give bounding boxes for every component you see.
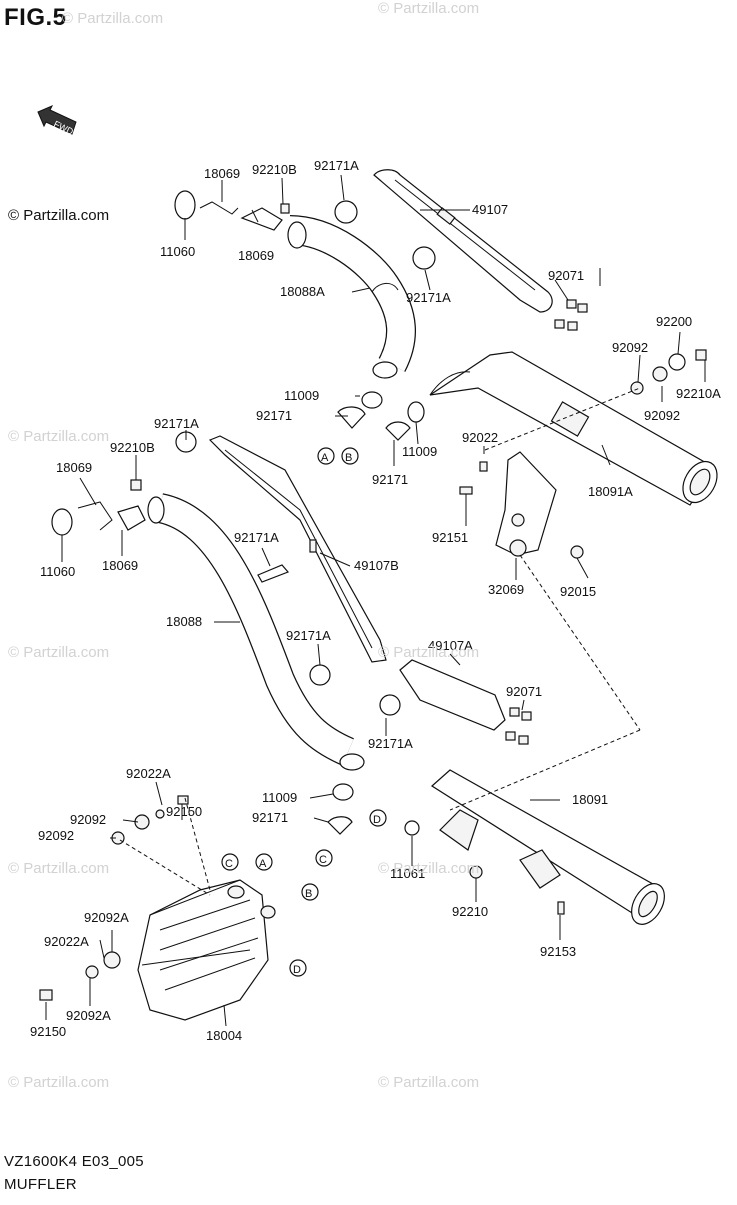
part-label-11060-left: 11060 — [40, 564, 75, 579]
ref-b-top: B — [345, 452, 352, 464]
part-label-92171A-left: 92171A — [154, 416, 199, 431]
watermark: © Partzilla.com — [378, 1074, 480, 1091]
ref-c-mid: C — [319, 854, 327, 866]
watermark: © Partzilla.com — [62, 10, 164, 27]
lower-gaskets — [39, 431, 565, 1001]
part-label-11061: 11061 — [390, 866, 425, 881]
watermark: © Partzilla.com — [8, 1074, 110, 1091]
heat-guard-49107B — [208, 435, 387, 663]
part-label-18069-top: 18069 — [204, 166, 240, 181]
front-exhaust-pipe — [287, 215, 416, 379]
part-label-92092-r2: 92092 — [644, 408, 680, 423]
part-label-92171A-c: 92171A — [368, 736, 413, 751]
part-label-92171-top2: 92171 — [372, 472, 408, 487]
reference-letters: A B C D C A B D — [221, 447, 387, 977]
figure-code: VZ1600K4 E03_005 — [4, 1153, 144, 1170]
part-label-18088: 18088 — [166, 614, 202, 629]
watermark: © Partzilla.com — [378, 644, 480, 661]
watermark: © Partzilla.com — [8, 644, 110, 661]
rear-exhaust-pipe — [147, 493, 365, 771]
part-label-92022A-top: 92022A — [126, 766, 171, 781]
part-label-18091: 18091 — [572, 792, 608, 807]
watermark: © Partzilla.com — [378, 860, 480, 877]
fwd-arrow-icon: FWD — [37, 105, 77, 137]
rear-muffler-18091A — [429, 351, 718, 506]
part-label-18069-top2: 18069 — [238, 248, 274, 263]
part-label-92153: 92153 — [540, 944, 576, 959]
part-label-92200: 92200 — [656, 314, 692, 329]
part-label-92171-top: 92171 — [256, 408, 292, 423]
part-label-92150-top: 92150 — [166, 804, 202, 819]
part-label-92092-l2: 92092 — [38, 828, 74, 843]
part-label-92071-top: 92071 — [548, 268, 584, 283]
part-label-92151: 92151 — [432, 530, 468, 545]
part-label-18069-left2: 18069 — [102, 558, 138, 573]
part-label-92171-bot: 92171 — [252, 810, 288, 825]
ref-d-chamber: D — [293, 964, 301, 976]
part-label-92071-bot: 92071 — [506, 684, 542, 699]
figure-title: FIG.5 — [4, 4, 67, 31]
rear-muffler-18091 — [431, 769, 665, 925]
heat-guard-49107 — [373, 169, 553, 313]
leader-lines — [45, 174, 706, 1027]
part-label-92150-bot: 92150 — [30, 1024, 66, 1039]
part-label-92210: 92210 — [452, 904, 488, 919]
part-label-49107A: 49107A — [428, 638, 473, 653]
part-label-92015: 92015 — [560, 584, 596, 599]
part-label-18091A: 18091A — [588, 484, 633, 499]
part-label-92171A-a: 92171A — [234, 530, 279, 545]
part-label-18088A: 18088A — [280, 284, 325, 299]
alignment-dashed-lines — [119, 387, 641, 896]
copyright-notice: © Partzilla.com — [8, 207, 110, 224]
ref-b-chamber: B — [305, 888, 312, 900]
part-label-18004: 18004 — [206, 1028, 242, 1043]
part-number-labels: 18069 92210B 92171A 49107 11060 18069 18… — [30, 158, 721, 1043]
part-label-92210B-left: 92210B — [110, 440, 155, 455]
part-label-11060-top: 11060 — [160, 244, 195, 259]
part-label-49107: 49107 — [472, 202, 508, 217]
part-label-49107B: 49107B — [354, 558, 399, 573]
heat-guard-49107A — [399, 659, 506, 731]
bracket-32069 — [495, 451, 557, 557]
watermark: © Partzilla.com — [8, 860, 110, 877]
figure-name: MUFFLER — [4, 1176, 77, 1193]
part-label-32069: 32069 — [488, 582, 524, 597]
part-label-92092-r1: 92092 — [612, 340, 648, 355]
ref-a-chamber: A — [259, 858, 267, 870]
ref-c-chamber: C — [225, 858, 233, 870]
part-label-92092A-bot: 92092A — [66, 1008, 111, 1023]
part-label-92092-l1: 92092 — [70, 812, 106, 827]
part-label-92171A-mid: 92171A — [406, 290, 451, 305]
part-label-11009-bot: 11009 — [262, 790, 297, 805]
part-label-92092A-top: 92092A — [84, 910, 129, 925]
part-label-11009-top: 11009 — [284, 388, 319, 403]
part-label-92210B-top: 92210B — [252, 162, 297, 177]
ref-a-top: A — [321, 452, 329, 464]
part-label-11009-top2: 11009 — [402, 444, 437, 459]
part-label-92022A-left: 92022A — [44, 934, 89, 949]
part-label-92171A-b: 92171A — [286, 628, 331, 643]
watermark: © Partzilla.com — [8, 428, 110, 445]
part-label-92022-r: 92022 — [462, 430, 498, 445]
upper-gaskets — [174, 190, 707, 559]
part-label-92171A-top: 92171A — [314, 158, 359, 173]
watermark: © Partzilla.com — [378, 0, 480, 17]
pre-chamber-18004 — [137, 879, 276, 1021]
part-label-18069-left: 18069 — [56, 460, 92, 475]
ref-d-mid: D — [373, 814, 381, 826]
part-label-92210A: 92210A — [676, 386, 721, 401]
